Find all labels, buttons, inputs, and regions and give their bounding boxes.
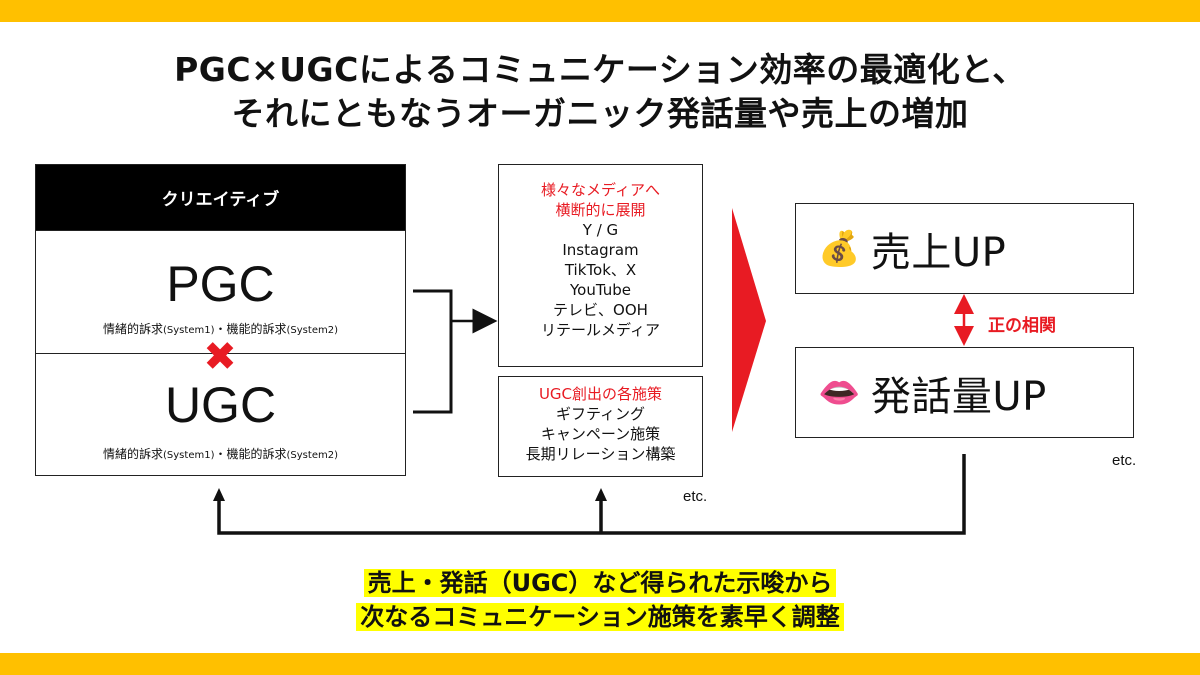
pgc-subtitle: 情緒的訴求(System1)・機能的訴求(System2) [36, 320, 405, 337]
ugc-measure-item: 長期リレーション構築 [525, 445, 676, 463]
creative-divider-top [36, 230, 405, 231]
talk-up-box: 👄 発話量UP [795, 347, 1134, 438]
media-item: YouTube [570, 281, 631, 299]
ugc-measure-item: ギフティング [555, 405, 646, 423]
big-red-arrow [732, 208, 766, 432]
ugc-sub-functional: 機能的訴求 [226, 447, 287, 461]
creative-panel: クリエイティブ PGC 情緒的訴求(System1)・機能的訴求(System2… [35, 164, 406, 476]
title-line-2: それにともなうオーガニック発話量や売上の増加 [231, 94, 969, 133]
ugc-sub-sep: ・ [214, 447, 227, 461]
feedback-arrow-middle [595, 488, 607, 501]
creative-divider-middle [36, 353, 405, 354]
correlation-label: 正の相関 [988, 316, 1056, 336]
ugc-sub-emotional: 情緒的訴求 [103, 447, 164, 461]
pgc-sub-functional: 機能的訴求 [226, 322, 287, 336]
pgc-label: PGC [166, 256, 275, 312]
ugc-measure-item: キャンペーン施策 [540, 425, 661, 443]
talk-up-label: 発話量UP [870, 373, 1047, 420]
pgc-sub-system2: (System2) [286, 325, 338, 336]
media-box: 様々なメディアへ 横断的に展開 Y / G Instagram TikTok、X… [498, 164, 703, 367]
slide-title: PGC×UGCによるコミュニケーション効率の最適化と、 それにともなうオーガニッ… [0, 48, 1200, 136]
feedback-arrow-left [213, 488, 225, 501]
sales-up-label: 売上UP [870, 229, 1007, 276]
bottom-message: 売上・発話（UGC）など得られた示唆から 次なるコミュニケーション施策を素早く調… [0, 566, 1200, 634]
media-heading-1: 様々なメディアへ [541, 181, 660, 199]
cross-icon: ✖ [203, 334, 237, 380]
pgc-sub-system1: (System1) [163, 325, 215, 336]
bracket-connector [413, 289, 453, 414]
media-item: リテールメディア [541, 321, 660, 339]
bottom-line-1: 売上・発話（UGC）など得られた示唆から [363, 569, 837, 597]
ugc-measures-heading: UGC創出の各施策 [538, 385, 663, 403]
sales-up-box: 💰 売上UP [795, 203, 1134, 294]
ugc-sub-system1: (System1) [163, 450, 215, 461]
ugc-measures-etc: etc. [683, 488, 708, 505]
lips-icon: 👄 [818, 372, 861, 413]
media-item: Instagram [562, 241, 639, 259]
ugc-sub-system2: (System2) [286, 450, 338, 461]
ugc-subtitle: 情緒的訴求(System1)・機能的訴求(System2) [36, 445, 405, 462]
creative-header: クリエイティブ [36, 165, 405, 230]
money-bag-icon: 💰 [818, 228, 861, 269]
media-heading-2: 横断的に展開 [555, 201, 646, 219]
pgc-sub-emotional: 情緒的訴求 [103, 322, 164, 336]
media-item: TikTok、X [564, 261, 637, 279]
media-item: Y / G [582, 221, 619, 239]
media-item: テレビ、OOH [553, 301, 648, 319]
top-accent-bar [0, 0, 1200, 22]
pgc-sub-sep: ・ [214, 322, 227, 336]
ugc-label: UGC [164, 377, 277, 433]
feedback-loop-line [217, 454, 966, 535]
results-etc: etc. [1112, 452, 1137, 469]
bottom-accent-bar [0, 653, 1200, 675]
bottom-line-2: 次なるコミュニケーション施策を素早く調整 [356, 603, 844, 631]
ugc-measures-box: UGC創出の各施策 ギフティング キャンペーン施策 長期リレーション構築 [498, 376, 703, 477]
title-line-1: PGC×UGCによるコミュニケーション効率の最適化と、 [174, 50, 1026, 89]
